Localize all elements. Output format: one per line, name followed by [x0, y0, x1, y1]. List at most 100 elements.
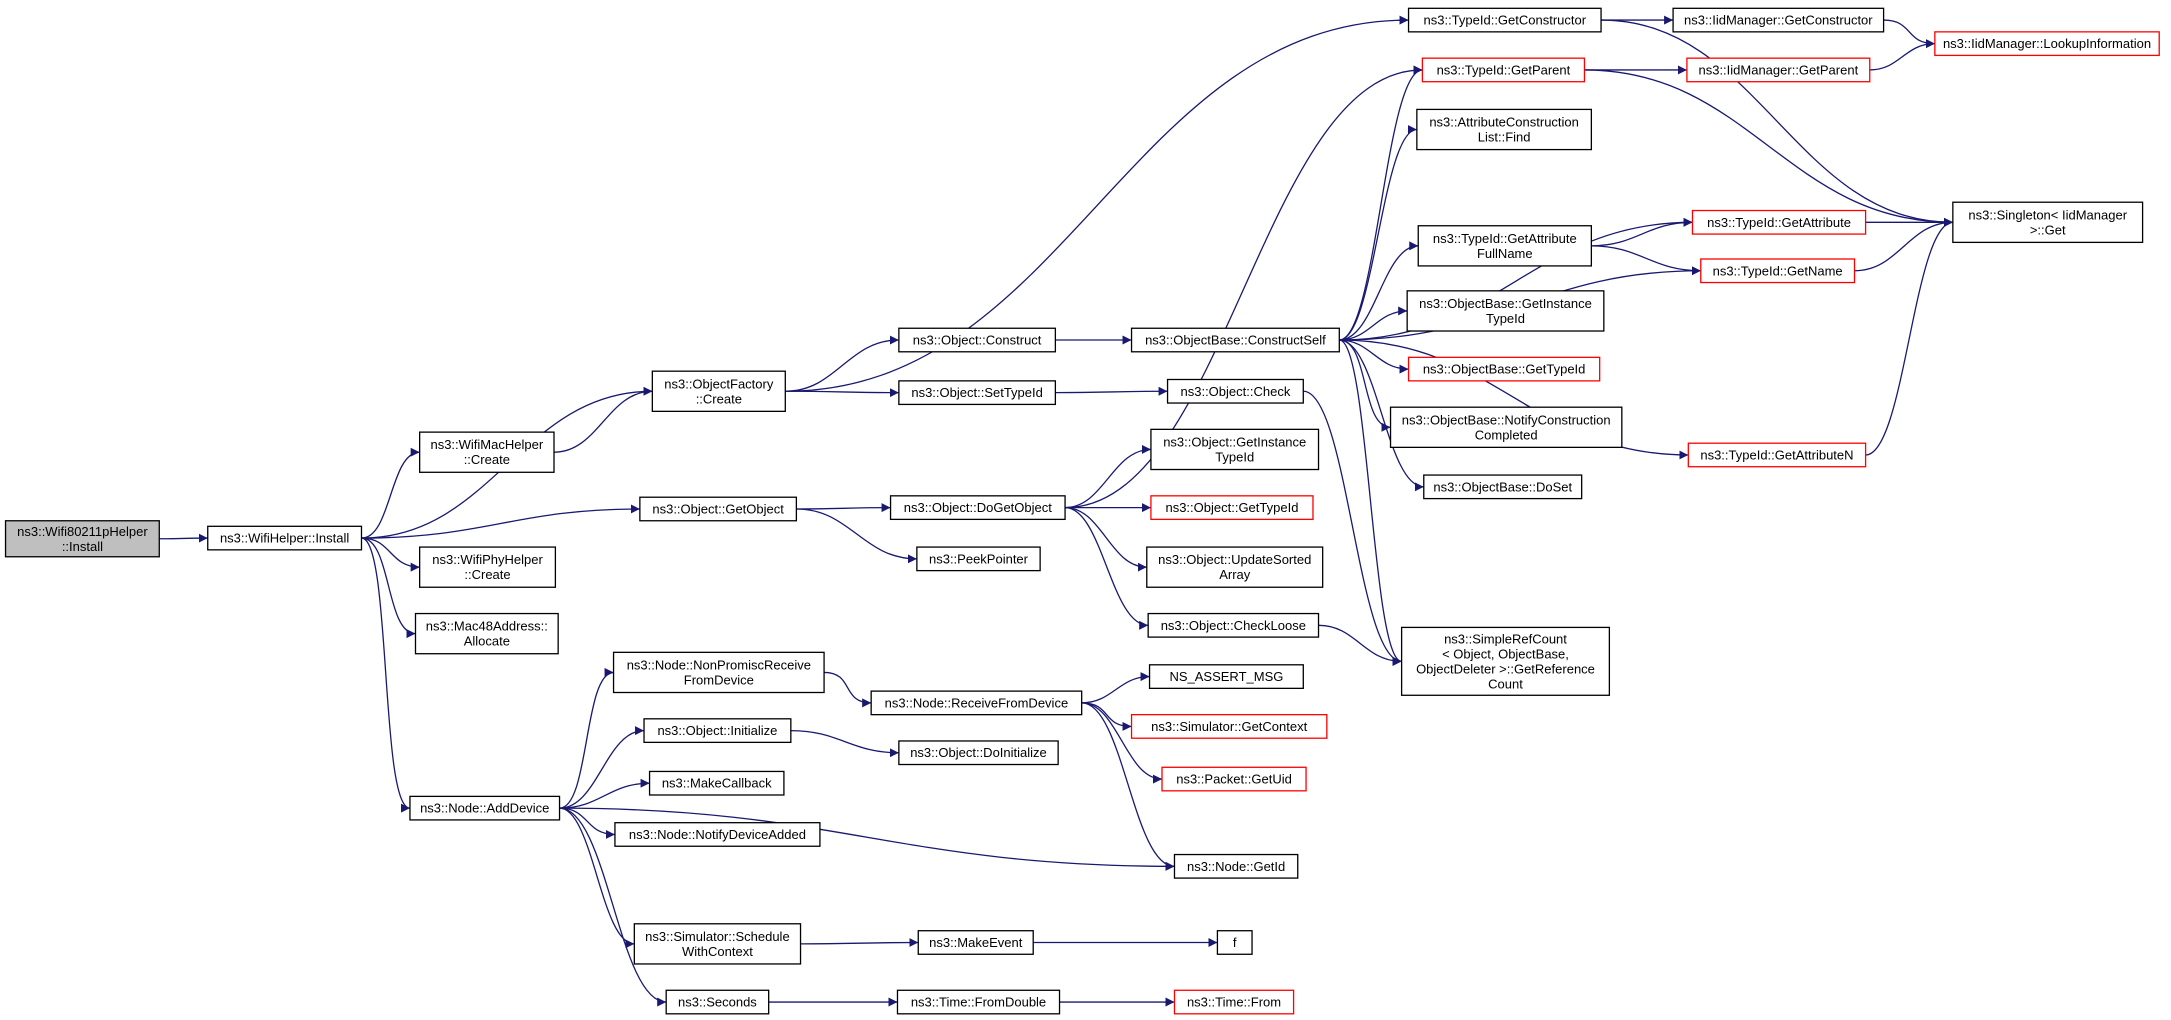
node-n5[interactable]: ns3::WifiPhyHelper::Create	[419, 546, 557, 588]
node-box[interactable]	[409, 795, 561, 821]
node-n26[interactable]: ns3::ObjectBase::ConstructSelf	[1130, 327, 1340, 353]
node-box[interactable]	[898, 380, 1057, 406]
node-n45[interactable]: ns3::Time::From	[1173, 989, 1295, 1015]
node-n44[interactable]: ns3::Time::FromDouble	[896, 989, 1061, 1015]
node-box[interactable]	[1934, 31, 2160, 57]
node-box[interactable]	[1130, 327, 1340, 353]
node-box[interactable]	[1672, 7, 1885, 33]
node-box[interactable]	[1691, 209, 1867, 235]
node-box[interactable]	[1423, 474, 1583, 500]
node-n9[interactable]: ns3::Object::Construct	[898, 327, 1057, 353]
node-n28[interactable]: ns3::ObjectBase::GetTypeId	[1407, 356, 1601, 382]
node-n6[interactable]: ns3::Mac48Address::Allocate	[414, 612, 559, 655]
node-n8[interactable]: ns3::TypeId::GetConstructor	[1407, 7, 1602, 33]
node-box[interactable]	[639, 496, 798, 522]
node-n49[interactable]: ns3::TypeId::GetAttributeN	[1687, 442, 1867, 468]
node-n24[interactable]: ns3::TypeId::GetAttribute	[1691, 209, 1867, 235]
node-box[interactable]	[414, 612, 559, 655]
node-n10[interactable]: ns3::Object::SetTypeId	[898, 380, 1057, 406]
node-box[interactable]	[1161, 766, 1307, 792]
node-box[interactable]	[1406, 290, 1605, 332]
node-n48[interactable]: ns3::TypeId::GetName	[1700, 258, 1856, 284]
node-box[interactable]	[643, 718, 792, 744]
node-n3[interactable]: ns3::WifiMacHelper::Create	[419, 431, 555, 473]
node-n4[interactable]: ns3::Object::GetObject	[639, 496, 798, 522]
node-box[interactable]	[1150, 428, 1320, 471]
node-n33[interactable]: ns3::Object::GetTypeId	[1150, 495, 1314, 521]
node-box[interactable]	[1166, 378, 1304, 404]
node-n43[interactable]: f	[1216, 930, 1253, 955]
node-n15[interactable]: ns3::MakeCallback	[648, 770, 785, 796]
node-box[interactable]	[898, 740, 1059, 766]
node-box[interactable]	[870, 690, 1083, 716]
node-box[interactable]	[1407, 356, 1601, 382]
node-n30[interactable]: ns3::ObjectBase::DoSet	[1423, 474, 1583, 500]
node-box[interactable]	[633, 923, 802, 965]
node-n42[interactable]: ns3::MakeEvent	[917, 930, 1034, 955]
node-box[interactable]	[1417, 225, 1593, 267]
node-box[interactable]	[419, 431, 555, 473]
node-n29[interactable]: ns3::ObjectBase::NotifyConstructionCompl…	[1389, 406, 1623, 449]
node-box[interactable]	[1416, 108, 1593, 151]
node-n16[interactable]: ns3::Node::NotifyDeviceAdded	[614, 822, 821, 847]
node-box[interactable]	[1687, 442, 1867, 468]
node-n39[interactable]: ns3::Simulator::GetContext	[1130, 714, 1328, 739]
node-n40[interactable]: ns3::Packet::GetUid	[1161, 766, 1307, 792]
node-box[interactable]	[651, 370, 786, 412]
node-box[interactable]	[207, 525, 363, 551]
node-box[interactable]	[898, 327, 1057, 353]
node-box[interactable]	[665, 989, 770, 1015]
node-box[interactable]	[1400, 626, 1611, 696]
node-box[interactable]	[1148, 664, 1304, 689]
node-n35[interactable]: ns3::Object::CheckLoose	[1147, 612, 1320, 638]
node-box[interactable]	[1150, 495, 1314, 521]
node-box[interactable]	[4, 520, 160, 558]
node-box[interactable]	[1700, 258, 1856, 284]
node-box[interactable]	[1147, 612, 1320, 638]
node-box[interactable]	[916, 546, 1041, 572]
node-n22[interactable]: ns3::TypeId::GetParent	[1421, 57, 1586, 83]
node-box[interactable]	[1173, 989, 1295, 1015]
node-n46[interactable]: ns3::IidManager::GetParent	[1686, 57, 1871, 83]
node-box[interactable]	[917, 930, 1034, 955]
node-n7[interactable]: ns3::Node::AddDevice	[409, 795, 561, 821]
node-n37[interactable]: ns3::Node::ReceiveFromDevice	[870, 690, 1083, 716]
node-n2[interactable]: ns3::ObjectFactory::Create	[651, 370, 786, 412]
node-n36[interactable]: ns3::SimpleRefCount< Object, ObjectBase,…	[1400, 626, 1611, 696]
node-n0[interactable]: ns3::Wifi80211pHelper::Install	[4, 520, 160, 558]
node-box[interactable]	[1407, 7, 1602, 33]
node-box[interactable]	[648, 770, 785, 796]
node-n11[interactable]: ns3::Object::DoGetObject	[889, 495, 1066, 521]
node-box[interactable]	[1216, 930, 1253, 955]
node-n1[interactable]: ns3::WifiHelper::Install	[207, 525, 363, 551]
node-n38[interactable]: NS_ASSERT_MSG	[1148, 664, 1304, 689]
node-n14[interactable]: ns3::Object::Initialize	[643, 718, 792, 744]
node-box[interactable]	[889, 495, 1066, 521]
node-box[interactable]	[1686, 57, 1871, 83]
node-box[interactable]	[1130, 714, 1328, 739]
node-box[interactable]	[612, 651, 825, 694]
node-n41[interactable]: ns3::Object::DoInitialize	[898, 740, 1059, 766]
node-n21[interactable]: ns3::Singleton< IidManager>::Get	[1952, 201, 2144, 244]
node-box[interactable]	[896, 989, 1061, 1015]
node-box[interactable]	[1146, 546, 1324, 588]
node-n47[interactable]: ns3::IidManager::LookupInformation	[1934, 31, 2160, 57]
node-n12[interactable]: ns3::PeekPointer	[916, 546, 1041, 572]
node-box[interactable]	[614, 822, 821, 847]
node-n31[interactable]: ns3::Object::Check	[1166, 378, 1304, 404]
node-n20[interactable]: ns3::IidManager::GetConstructor	[1672, 7, 1885, 33]
node-box[interactable]	[1421, 57, 1586, 83]
node-n19[interactable]: ns3::Seconds	[665, 989, 770, 1015]
node-n17[interactable]: ns3::Node::GetId	[1173, 853, 1299, 879]
node-box[interactable]	[1173, 853, 1299, 879]
node-box[interactable]	[419, 546, 557, 588]
node-box[interactable]	[1389, 406, 1623, 449]
node-box[interactable]	[1952, 201, 2144, 244]
